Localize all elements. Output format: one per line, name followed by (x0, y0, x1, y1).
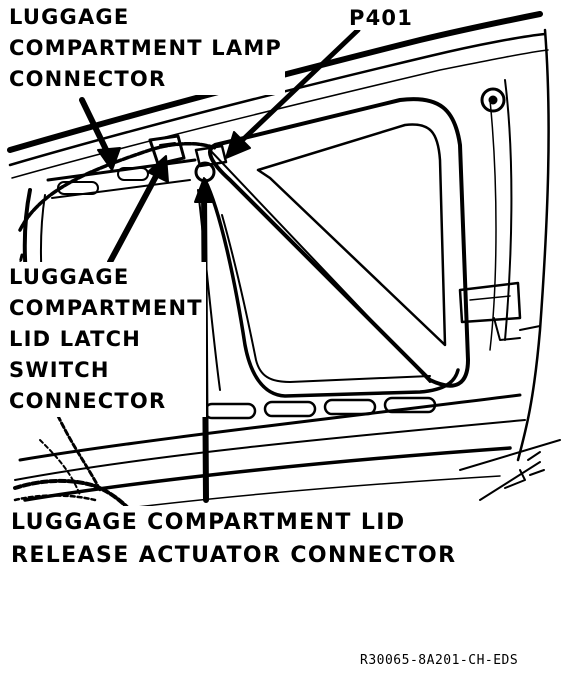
callout-switch-line-2: COMPARTMENT (9, 296, 203, 320)
figure-id: R30065-8A201-CH-EDS (360, 653, 519, 668)
lid-bumper (480, 87, 506, 113)
callout-release-actuator-connector: LUGGAGE COMPARTMENT LID RELEASE ACTUATOR… (10, 506, 460, 572)
callout-release-line-2: RELEASE ACTUATOR CONNECTOR (11, 543, 457, 568)
callout-lamp-line-3: CONNECTOR (9, 67, 167, 91)
window-frame-lower (197, 178, 460, 398)
lamp-connector-body (148, 134, 186, 166)
callout-lamp-line-1: LUGGAGE (9, 5, 130, 29)
callout-lamp-line-2: COMPARTMENT LAMP (9, 36, 283, 60)
callout-switch-line-5: CONNECTOR (9, 389, 167, 413)
callout-p401: P401 (348, 6, 417, 30)
lid-lower-edge (14, 393, 561, 521)
leader-lamp (79, 97, 121, 171)
callout-lamp-connector: LUGGAGE COMPARTMENT LAMP CONNECTOR (8, 2, 286, 95)
callout-release-line-1: LUGGAGE COMPARTMENT LID (11, 510, 406, 535)
callout-switch-line-3: LID LATCH (9, 327, 142, 351)
leader-p401 (225, 27, 361, 159)
lid-bracket (458, 281, 522, 341)
callout-switch-line-4: SWITCH (9, 358, 110, 382)
lid-slots (203, 396, 437, 420)
callout-lid-latch-switch-connector: LUGGAGE COMPARTMENT LID LATCH SWITCH CON… (8, 262, 206, 417)
leader-lid-latch-switch (107, 155, 169, 265)
lid-right-side (489, 28, 550, 462)
window-frame-right (208, 97, 470, 388)
callout-p401-label: P401 (349, 6, 414, 30)
callout-switch-line-1: LUGGAGE (9, 265, 130, 289)
